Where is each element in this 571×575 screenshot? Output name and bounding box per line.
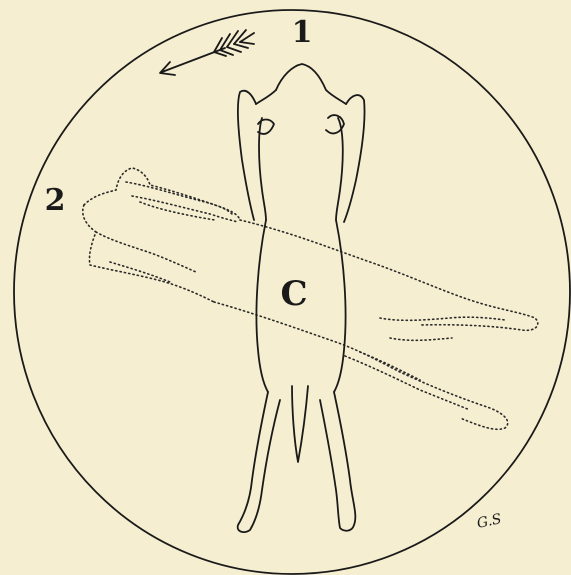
center-label: C (280, 274, 307, 314)
position-2-label: 2 (45, 183, 66, 218)
animal-outline-position-2 (83, 168, 538, 429)
position-1-label: 1 (292, 15, 313, 50)
artist-signature: G.S (476, 511, 504, 532)
